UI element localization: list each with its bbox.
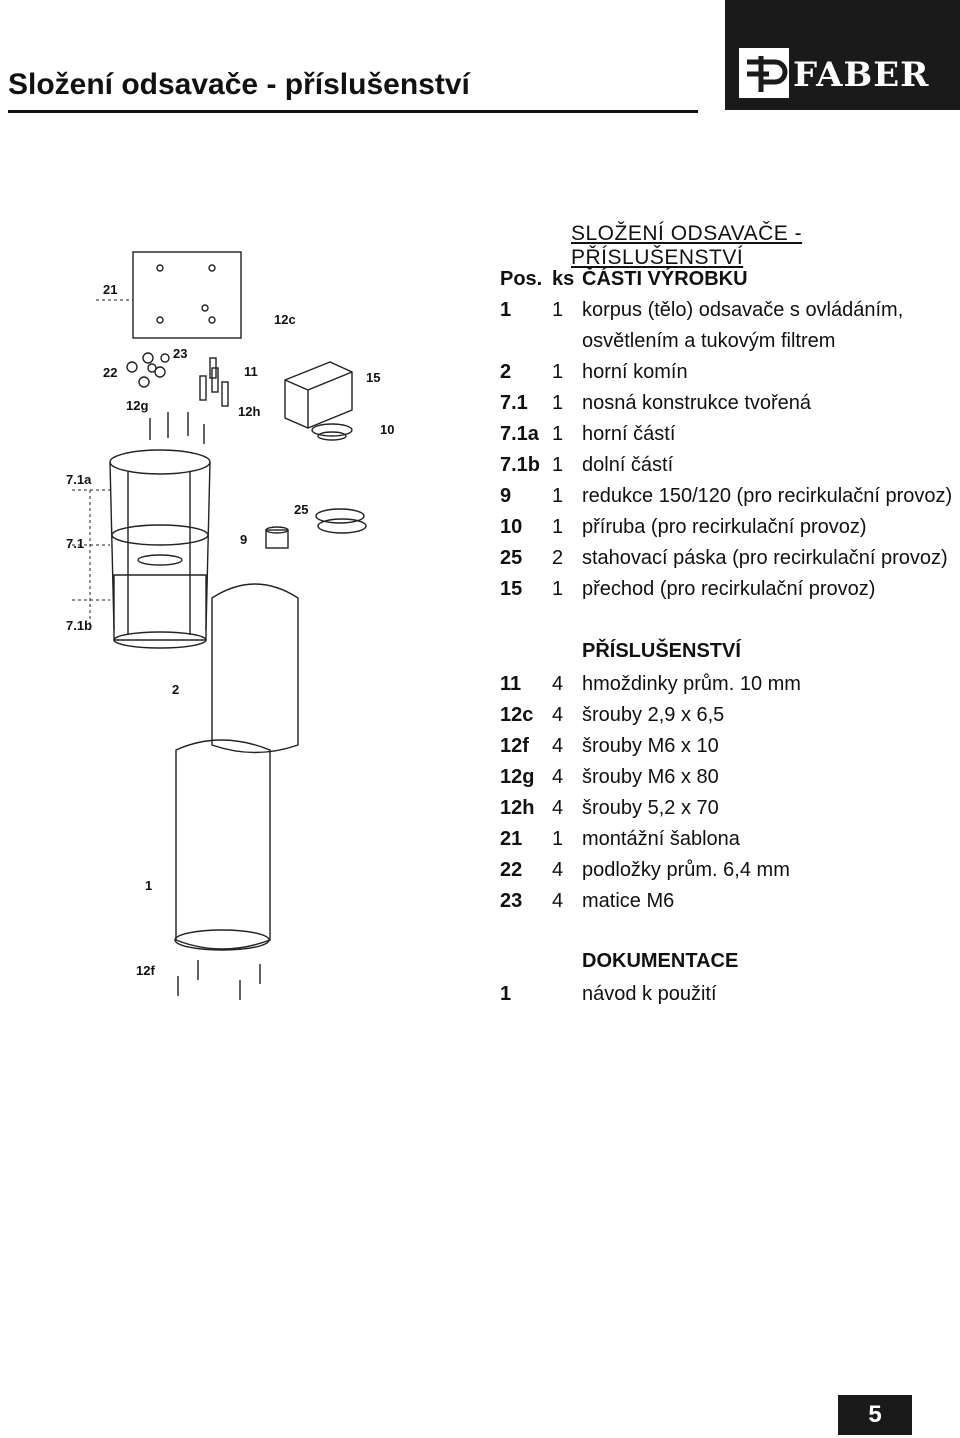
cell-pos: 10 (500, 516, 523, 538)
cell-ks: 4 (552, 735, 564, 757)
label-7-1: 7.1 (66, 536, 84, 551)
cell-pos: 9 (500, 485, 512, 507)
label-12c: 12c (274, 312, 296, 327)
cell-ks: 4 (552, 766, 564, 788)
cell-ks: 1 (552, 361, 564, 383)
faber-logo: FABER (725, 0, 960, 110)
documentation-title: DOKUMENTACE (582, 950, 739, 972)
cell-ks: 4 (552, 673, 564, 695)
cell-ks: 1 (552, 578, 564, 600)
faber-emblem-icon (739, 48, 789, 98)
cell-pos: 12c (500, 704, 534, 726)
label-7-1b: 7.1b (66, 618, 92, 633)
label-7-1a: 7.1a (66, 472, 92, 487)
cell-desc: dolní částí (582, 454, 674, 476)
title-rule (8, 110, 698, 113)
cell-pos: 11 (500, 673, 522, 695)
cell-pos: 12g (500, 766, 535, 788)
cell-desc: přechod (pro recirkulační provoz) (582, 578, 876, 600)
cell-desc: nosná konstrukce tvořená (582, 392, 812, 414)
cell-ks: 4 (552, 797, 564, 819)
cell-ks: 2 (552, 547, 564, 569)
cell-ks: 1 (552, 392, 564, 414)
label-10: 10 (380, 422, 394, 437)
exploded-diagram: 21 22 23 12g 11 12h 12c 15 10 25 9 7.1a … (66, 251, 394, 1000)
accessories-title: PŘÍSLUŠENSTVÍ (582, 640, 741, 662)
cell-desc: redukce 150/120 (pro recirkulační provoz… (582, 485, 953, 507)
col-parts-header: ČÁSTI VÝROBKU (582, 268, 748, 290)
cell-pos: 1 (500, 299, 512, 321)
label-9: 9 (240, 532, 247, 547)
cell-ks: 1 (552, 423, 564, 445)
section-title: SLOŽENÍ ODSAVAČE - PŘÍSLUŠENSTVÍ (571, 222, 803, 269)
cell-desc: příruba (pro recirkulační provoz) (582, 516, 867, 538)
label-25: 25 (294, 502, 308, 517)
cell-pos: 12h (500, 797, 535, 819)
label-1: 1 (145, 878, 152, 893)
cell-ks: 4 (552, 890, 564, 912)
cell-desc: montážní šablona (582, 828, 740, 850)
cell-desc: šrouby 2,9 x 6,5 (582, 704, 725, 726)
mounting-template-plate (132, 251, 242, 339)
cell-pos: 12f (500, 735, 529, 757)
cell-desc: hmoždinky prům. 10 mm (582, 673, 801, 695)
page-number: 5 (838, 1395, 912, 1435)
col-pos-header: Pos. (500, 268, 543, 290)
cell-ks: 4 (552, 859, 564, 881)
cell-desc: návod k použití (582, 983, 717, 1005)
cell-desc: šrouby 5,2 x 70 (582, 797, 719, 819)
cell-ks: 1 (552, 516, 564, 538)
label-2: 2 (172, 682, 179, 697)
cell-desc: šrouby M6 x 80 (582, 766, 719, 788)
label-12h: 12h (238, 404, 260, 419)
cell-desc: šrouby M6 x 10 (582, 735, 719, 757)
cell-desc: korpus (tělo) odsavače s ovládáním, (582, 299, 904, 321)
cell-desc: osvětlením a tukovým filtrem (582, 330, 836, 352)
cell-pos: 7.1a (500, 423, 539, 445)
cell-ks: 4 (552, 704, 564, 726)
label-21: 21 (103, 282, 117, 297)
cell-desc: horní komín (582, 361, 688, 383)
cell-pos: 23 (500, 890, 523, 912)
logo-text: FABER (793, 55, 930, 95)
label-15: 15 (366, 370, 380, 385)
col-ks-header: ks (552, 268, 575, 290)
cell-pos: 7.1b (500, 454, 541, 476)
cell-desc: podložky prům. 6,4 mm (582, 859, 790, 881)
label-12f: 12f (136, 963, 155, 978)
cell-ks: 1 (552, 485, 564, 507)
cell-desc: stahovací páska (pro recirkulační provoz… (582, 547, 948, 569)
cell-pos: 7.1 (500, 392, 528, 414)
label-12g: 12g (126, 398, 148, 413)
cell-pos: 2 (500, 361, 512, 383)
cell-ks: 1 (552, 828, 564, 850)
page-title: Složení odsavače - příslušenství (8, 68, 470, 101)
cell-ks: 1 (552, 299, 564, 321)
label-23: 23 (173, 346, 187, 361)
label-22: 22 (103, 365, 117, 380)
cell-desc: matice M6 (582, 890, 675, 912)
cell-pos: 1 (500, 983, 512, 1005)
label-11: 11 (244, 364, 258, 379)
cell-pos: 15 (500, 578, 523, 600)
cell-desc: horní částí (582, 423, 676, 445)
cell-ks: 1 (552, 454, 564, 476)
cell-pos: 22 (500, 859, 523, 881)
cell-pos: 21 (500, 828, 523, 850)
cell-pos: 25 (500, 547, 523, 569)
